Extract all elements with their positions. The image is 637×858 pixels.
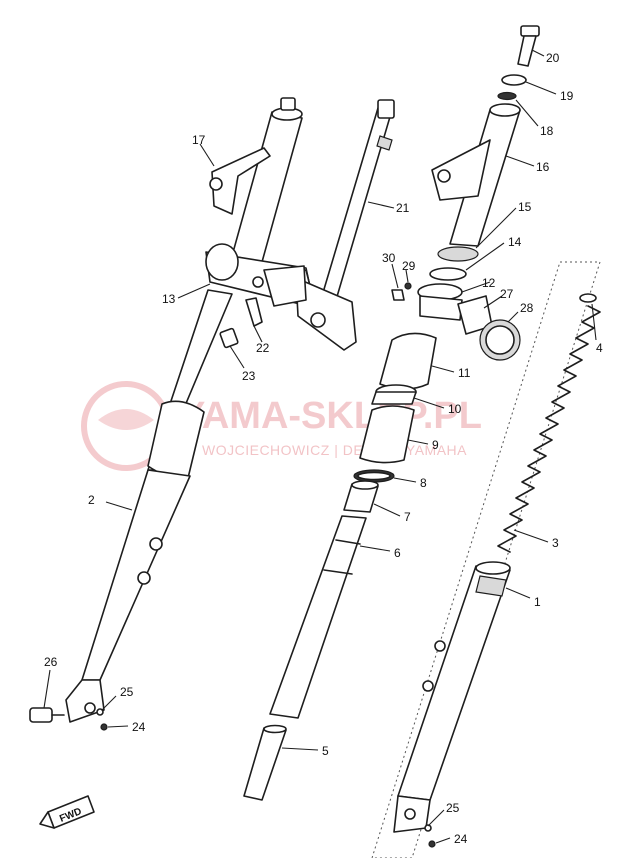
steering-stem [263, 99, 395, 351]
callout-18: 18 [540, 124, 554, 138]
callout-5: 5 [322, 744, 329, 758]
callout-2: 2 [88, 493, 95, 507]
callout-15: 15 [518, 200, 532, 214]
left-outer-tube [81, 469, 191, 681]
watermark-title: YAMA-SKLEP.PL [180, 395, 482, 437]
callout-25-left: 25 [120, 685, 134, 699]
callout-19: 19 [560, 89, 574, 103]
callout-6: 6 [394, 546, 401, 560]
callout-9: 9 [432, 438, 439, 452]
callout-16: 16 [536, 160, 550, 174]
callout-26: 26 [44, 655, 58, 669]
right-outer-tube [397, 565, 511, 801]
fork-spring [497, 305, 601, 553]
callout-23: 23 [242, 369, 256, 383]
right-fork-assembly [371, 261, 601, 858]
callout-11: 11 [458, 366, 471, 380]
callout-7: 7 [404, 510, 411, 524]
headlight-bracket [211, 147, 271, 215]
callout-1: 1 [534, 595, 541, 609]
callout-28: 28 [520, 301, 534, 315]
callout-21: 21 [396, 201, 410, 215]
callout-4: 4 [596, 341, 603, 355]
fwd-arrow: FWD [39, 795, 95, 829]
callout-24-right: 24 [454, 832, 468, 846]
callout-10: 10 [448, 402, 462, 416]
center-fork-parts [243, 332, 437, 801]
bearing-cover [379, 332, 437, 390]
upper-bracket-parts [391, 25, 540, 361]
damper-rod-tube [269, 515, 367, 719]
left-inner-tube-upper [231, 111, 303, 263]
callout-13: 13 [162, 292, 176, 306]
callout-30: 30 [382, 251, 396, 265]
callout-numbers: 1 2 3 4 5 6 7 8 9 10 11 12 13 14 15 16 1… [44, 51, 603, 846]
callout-22: 22 [256, 341, 270, 355]
callout-12: 12 [482, 276, 496, 290]
leader-lines [43, 49, 597, 844]
callout-25-right: 25 [446, 801, 460, 815]
watermark: YAMA-SKLEP.PL WOJCIECHOWICZ | DEALER YAM… [81, 381, 482, 471]
callout-20: 20 [546, 51, 560, 65]
callout-27: 27 [500, 287, 514, 301]
callout-29: 29 [402, 259, 416, 273]
callout-17: 17 [192, 133, 206, 147]
callout-14: 14 [508, 235, 522, 249]
callout-24-left: 24 [132, 720, 146, 734]
left-dust-seal [147, 400, 205, 480]
callout-8: 8 [420, 476, 427, 490]
callout-3: 3 [552, 536, 559, 550]
